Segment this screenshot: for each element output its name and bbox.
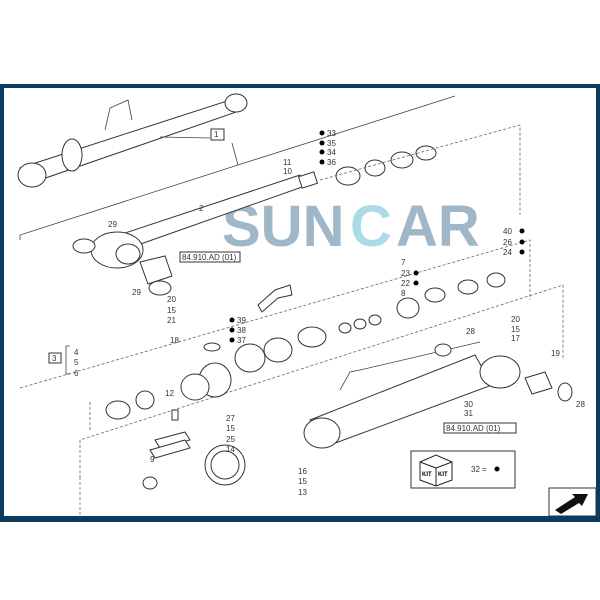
callout-c35: 35: [327, 139, 336, 148]
callout-c39: 39: [237, 316, 246, 325]
callout-c17: 17: [511, 334, 520, 343]
callout-c20a: 20: [167, 295, 176, 304]
callout-c33: 33: [327, 129, 336, 138]
callout-c15b: 15: [511, 325, 520, 334]
exploded-parts-diagram: SUN C AR: [17, 93, 596, 516]
callout-c7: 7: [401, 258, 406, 267]
callout-c31: 31: [464, 409, 473, 418]
callout-c4: 4: [74, 348, 79, 357]
callout-c9: 9: [150, 455, 155, 464]
callout-c30: 30: [464, 400, 473, 409]
reference-label-top: 84.910.AD (01): [182, 253, 237, 262]
callout-c38: 38: [237, 326, 246, 335]
callout-c28b: 28: [576, 400, 585, 409]
callout-c18: 18: [170, 336, 179, 345]
kit-dot-icon: [494, 466, 500, 472]
kit-icon-label-right: KIT: [438, 472, 448, 478]
callout-c14: 14: [226, 445, 235, 454]
callout-c21: 21: [167, 316, 176, 325]
callout-c40: 40: [503, 227, 512, 236]
ring-29: [72, 238, 96, 254]
callout-head_group: 3: [52, 354, 57, 363]
piston-rod: [90, 171, 319, 285]
callout-c20b: 20: [511, 315, 520, 324]
callout-c29a: 29: [108, 220, 117, 229]
gland: [180, 362, 232, 401]
watermark: SUN C AR: [222, 194, 480, 259]
callout-c36: 36: [327, 158, 336, 167]
cylinder-barrel: [303, 341, 521, 449]
callout-c23: 23: [401, 269, 410, 278]
clamp: [142, 409, 246, 490]
callout-c16: 16: [298, 467, 307, 476]
watermark-text-c: C: [350, 194, 392, 259]
callout-rod: 2: [199, 204, 204, 213]
callout-c37: 37: [237, 336, 246, 345]
kit-icon-label-left: KIT: [422, 472, 432, 478]
callout-c13: 13: [298, 488, 307, 497]
callout-c29b: 29: [132, 288, 141, 297]
callout-c5: 5: [74, 358, 79, 367]
cylinder-assembly: [17, 93, 248, 188]
callout-c15a: 15: [167, 306, 176, 315]
next-page-arrow-icon[interactable]: [548, 487, 596, 516]
callout-c34: 34: [327, 148, 336, 157]
diagram-sheet: SUN C AR: [4, 88, 596, 516]
callout-c24: 24: [503, 248, 512, 257]
callout-c26: 26: [503, 238, 512, 247]
callout-c6: 6: [74, 369, 79, 378]
callout-c22: 22: [401, 279, 410, 288]
callout-1: 1: [214, 130, 219, 139]
callout-c28a: 28: [466, 327, 475, 336]
kit-legend-text: 32 =: [471, 465, 487, 474]
diagram-frame: SUN C AR: [0, 84, 600, 522]
callout-c27: 27: [226, 414, 235, 423]
callout-c12: 12: [165, 389, 174, 398]
callout-c25: 25: [226, 435, 235, 444]
reference-label-bottom: 84.910.AD (01): [446, 424, 501, 433]
callout-c19: 19: [551, 349, 560, 358]
callout-c8: 8: [401, 289, 406, 298]
watermark-text-ar: AR: [396, 194, 480, 259]
callout-c15d: 15: [298, 477, 307, 486]
kit-legend: KIT KIT 32 =: [410, 450, 516, 489]
callout-c10: 10: [283, 167, 292, 176]
callout-c11: 11: [283, 158, 292, 167]
callout-c15c: 15: [226, 424, 235, 433]
